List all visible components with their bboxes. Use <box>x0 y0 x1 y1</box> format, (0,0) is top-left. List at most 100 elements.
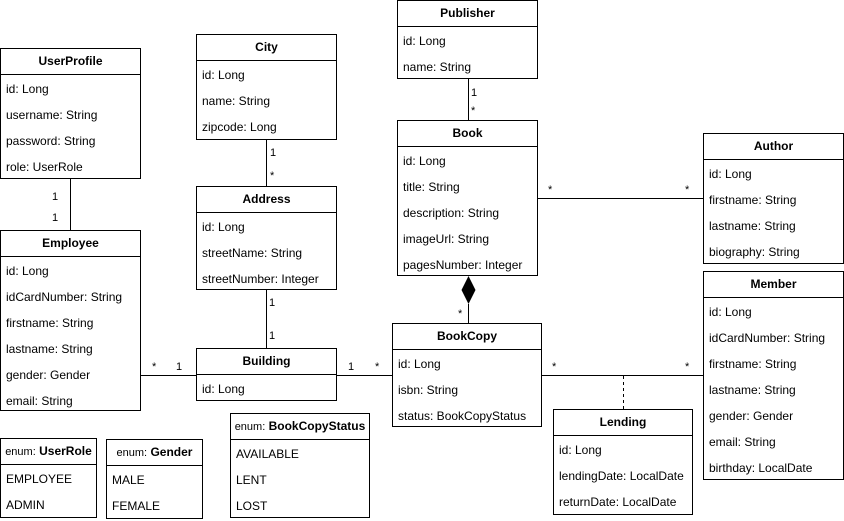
enum-header: enum: UserRole <box>1 439 96 465</box>
attribute: role: UserRole <box>6 160 83 174</box>
attribute: pagesNumber: Integer <box>403 258 523 272</box>
class-book[interactable]: Book id: Long title: String description:… <box>397 120 538 276</box>
attribute: title: String <box>403 180 460 194</box>
attribute: streetName: String <box>202 246 303 260</box>
enum-literal: LENT <box>236 473 267 487</box>
enum-name: UserRole <box>39 444 92 458</box>
attribute: id: Long <box>6 82 49 96</box>
class-name: Publisher <box>398 1 537 27</box>
class-lending[interactable]: Lending id: Long lendingDate: LocalDate … <box>553 409 693 515</box>
enum-header: enum: BookCopyStatus <box>231 414 369 440</box>
attribute: birthday: LocalDate <box>709 461 813 475</box>
enum-stereotype: enum: <box>5 446 36 458</box>
attribute: returnDate: LocalDate <box>559 495 677 509</box>
class-name: Book <box>398 121 537 147</box>
class-name: UserProfile <box>1 49 140 75</box>
enum-literal: ADMIN <box>6 498 45 512</box>
enum-userrole[interactable]: enum: UserRole EMPLOYEE ADMIN <box>0 438 97 518</box>
attribute: id: Long <box>202 220 245 234</box>
multiplicity-label: * <box>471 105 476 117</box>
class-name: City <box>197 35 336 61</box>
class-building[interactable]: Building id: Long <box>196 348 337 401</box>
multiplicity-label: 1 <box>348 361 355 373</box>
attribute: idCardNumber: String <box>709 331 826 345</box>
multiplicity-label: 1 <box>52 191 59 203</box>
multiplicity-label: * <box>152 361 157 373</box>
attribute: status: BookCopyStatus <box>398 409 527 423</box>
enum-bookcopystatus[interactable]: enum: BookCopyStatus AVAILABLE LENT LOST <box>230 413 370 518</box>
enum-header: enum: Gender <box>107 440 202 466</box>
attribute: description: String <box>403 206 500 220</box>
multiplicity-label: * <box>552 361 557 373</box>
enum-gender[interactable]: enum: Gender MALE FEMALE <box>106 439 203 519</box>
attribute: idCardNumber: String <box>6 290 123 304</box>
attribute: password: String <box>6 134 96 148</box>
attribute: id: Long <box>403 34 446 48</box>
class-name: BookCopy <box>393 324 541 350</box>
attribute: zipcode: Long <box>202 120 277 134</box>
attribute: id: Long <box>202 68 245 82</box>
enum-name: Gender <box>150 445 193 459</box>
attribute: id: Long <box>709 305 752 319</box>
class-name: Building <box>197 349 336 375</box>
multiplicity-label: 1 <box>270 147 277 159</box>
attribute: imageUrl: String <box>403 232 490 246</box>
attribute: gender: Gender <box>6 368 91 382</box>
class-employee[interactable]: Employee id: Long idCardNumber: String f… <box>0 230 141 411</box>
attribute: username: String <box>6 108 98 122</box>
multiplicity-label: 1 <box>52 212 59 224</box>
attribute: id: Long <box>6 264 49 278</box>
multiplicity-label: 1 <box>269 330 276 342</box>
class-author[interactable]: Author id: Long firstname: String lastna… <box>703 133 844 264</box>
attribute: gender: Gender <box>709 409 794 423</box>
attribute: id: Long <box>559 443 602 457</box>
attribute: lastname: String <box>6 342 93 356</box>
class-name: Author <box>704 134 843 160</box>
attribute: lendingDate: LocalDate <box>559 469 684 483</box>
class-member[interactable]: Member id: Long idCardNumber: String fir… <box>703 271 844 480</box>
attribute: firstname: String <box>709 193 797 207</box>
multiplicity-label: * <box>375 361 380 373</box>
multiplicity-label: 1 <box>269 297 276 309</box>
enum-literal: AVAILABLE <box>236 447 299 461</box>
multiplicity-label: * <box>270 170 275 182</box>
composition-diamond <box>461 276 476 304</box>
enum-literal: MALE <box>112 473 145 487</box>
attribute: id: Long <box>709 167 752 181</box>
class-name: Member <box>704 272 843 298</box>
multiplicity-label: 1 <box>176 361 183 373</box>
class-address[interactable]: Address id: Long streetName: String stre… <box>196 186 337 290</box>
attribute: id: Long <box>398 357 441 371</box>
class-name: Address <box>197 187 336 213</box>
attribute: biography: String <box>709 245 800 259</box>
multiplicity-label: * <box>685 361 690 373</box>
class-city[interactable]: City id: Long name: String zipcode: Long <box>196 34 337 140</box>
enum-name: BookCopyStatus <box>268 419 366 433</box>
class-userprofile[interactable]: UserProfile id: Long username: String pa… <box>0 48 141 179</box>
enum-stereotype: enum: <box>116 447 148 459</box>
class-name: Employee <box>1 231 140 257</box>
multiplicity-label: * <box>548 184 553 196</box>
class-bookcopy[interactable]: BookCopy id: Long isbn: String status: B… <box>392 323 542 427</box>
attribute: email: String <box>6 394 73 408</box>
multiplicity-label: 1 <box>471 87 478 99</box>
attribute: isbn: String <box>398 383 459 397</box>
enum-literal: FEMALE <box>112 499 161 513</box>
attribute: streetNumber: Integer <box>202 272 319 286</box>
attribute: id: Long <box>403 154 446 168</box>
attribute: name: String <box>202 94 271 108</box>
multiplicity-label: * <box>458 308 463 320</box>
attribute: firstname: String <box>6 316 94 330</box>
attribute: name: String <box>403 60 472 74</box>
attribute: lastname: String <box>709 219 796 233</box>
attribute: lastname: String <box>709 383 796 397</box>
attribute: id: Long <box>202 382 245 396</box>
attribute: firstname: String <box>709 357 797 371</box>
class-publisher[interactable]: Publisher id: Long name: String <box>397 0 538 79</box>
enum-stereotype: enum: <box>234 421 266 433</box>
multiplicity-label: * <box>685 184 690 196</box>
enum-literal: LOST <box>236 499 268 513</box>
attribute: email: String <box>709 435 776 449</box>
class-name: Lending <box>554 410 692 436</box>
